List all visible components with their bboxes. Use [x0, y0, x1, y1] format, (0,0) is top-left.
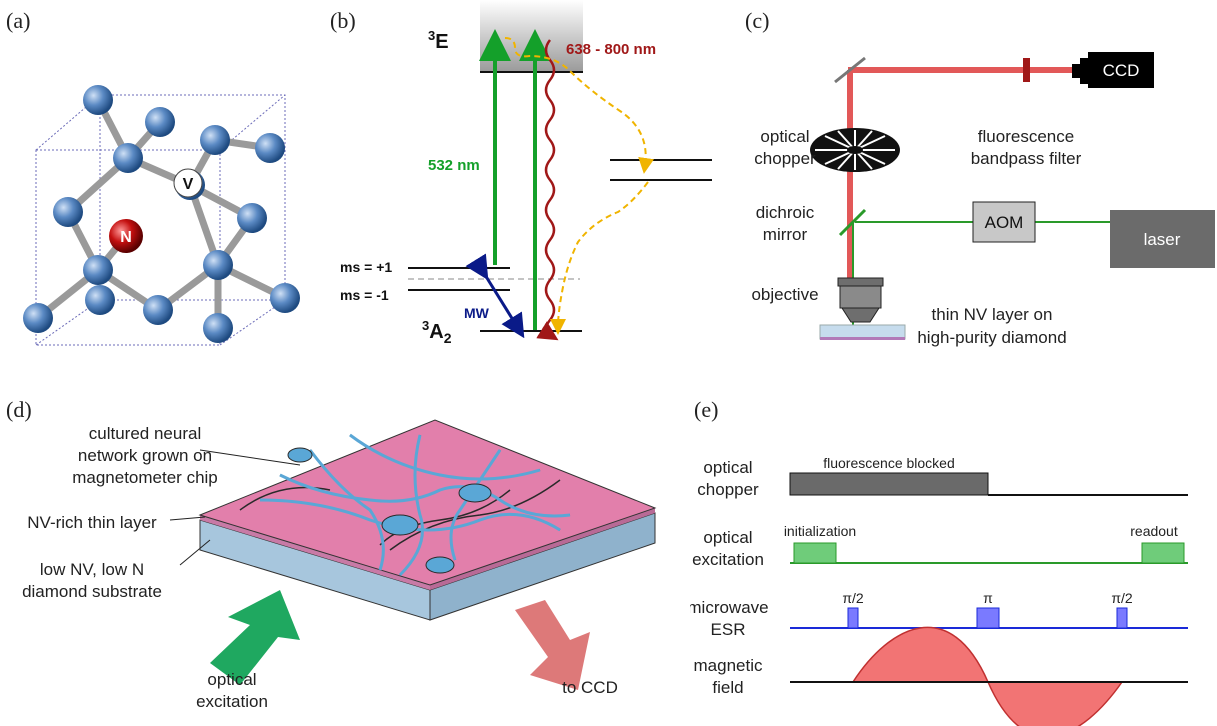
row-label-excitation-l2: excitation [692, 550, 764, 569]
to-ccd-label: to CCD [562, 678, 618, 697]
emission-range-label: 638 - 800 nm [566, 41, 656, 58]
mw-label: MW [464, 305, 490, 321]
optical-excitation-arrow [210, 590, 300, 685]
panel-label-a: (a) [6, 8, 31, 33]
energy-level-diagram: 3E ms = +1 ms = -1 3A2 532 nm 638 - 800 … [340, 0, 712, 346]
fluorescence-blocked-label: fluorescence blocked [823, 455, 955, 471]
vacancy-label: V [183, 176, 194, 193]
thin-layer-label: NV-rich thin layer [27, 513, 157, 532]
neuron-somas [287, 447, 492, 574]
optical-chopper-wheel [810, 128, 900, 172]
neural-label-l1: cultured neural [89, 424, 201, 443]
to-ccd-arrow [515, 600, 590, 690]
row-label-field-l1: magnetic [694, 656, 763, 675]
mw-arrow [465, 253, 525, 339]
optical-chopper-label-l2: chopper [754, 149, 816, 168]
objective-lens [837, 277, 884, 323]
red-emission-arrow [536, 39, 559, 341]
laser-label: laser [1144, 230, 1181, 249]
aom-box [972, 201, 1036, 243]
row-label-chopper-l2: chopper [697, 480, 759, 499]
aom-label: AOM [985, 213, 1024, 232]
diamond-sample [819, 324, 906, 340]
bandpass-filter [1023, 58, 1030, 82]
ccd-label: CCD [1103, 61, 1140, 80]
row-label-chopper-l1: optical [703, 458, 752, 477]
pi-half-pulse-1 [847, 607, 859, 629]
objective-label: objective [751, 285, 818, 304]
initialization-label: initialization [784, 523, 856, 539]
sample-label-l1: thin NV layer on [932, 305, 1053, 324]
row-label-esr-l1: microwave [690, 598, 769, 617]
panel-label-b: (b) [330, 8, 356, 33]
pulse-sequence-diagram: optical chopper optical excitation micro… [690, 455, 1188, 726]
magnetic-field-waveform [851, 626, 1124, 726]
pi-half-pulse-2 [1116, 607, 1128, 629]
excitation-wavelength-label: 532 nm [428, 157, 480, 174]
readout-label: readout [1130, 523, 1178, 539]
excited-state-label: 3E [428, 28, 449, 53]
chip-top-surface [198, 419, 657, 586]
ccd-camera [1072, 52, 1154, 88]
isc-path-lower [550, 181, 649, 335]
neural-label-l3: magnetometer chip [72, 468, 218, 487]
row-label-field-l2: field [712, 678, 743, 697]
ms-minus-label: ms = -1 [340, 287, 389, 303]
filter-label-l1: fluorescence [978, 127, 1074, 146]
optical-setup-diagram: CCD AOM laser optical chopper dichroic m… [751, 52, 1215, 347]
carbon-atoms [23, 85, 300, 343]
vacancy-site [173, 168, 203, 198]
sample-label-l2: high-purity diamond [917, 328, 1066, 347]
pi-label: π [983, 590, 993, 606]
pi-pulse [976, 607, 1000, 629]
readout-pulse [1141, 542, 1185, 564]
chip-side-right [429, 512, 656, 621]
row-label-excitation-l1: optical [703, 528, 752, 547]
optical-chopper-label-l1: optical [760, 127, 809, 146]
fold-mirror [834, 56, 866, 84]
neural-label-l2: network grown on [78, 446, 212, 465]
ms-plus-label: ms = +1 [340, 259, 392, 275]
optical-excitation-label-l1: optical [207, 670, 256, 689]
nv-lattice-diagram: V N [23, 85, 300, 346]
dichroic-label-l1: dichroic [756, 203, 815, 222]
optical-excitation-label-l2: excitation [196, 692, 268, 711]
isc-path-upper [504, 37, 655, 174]
pi-half-label-2: π/2 [1111, 590, 1133, 606]
chopper-blocked-pulse [789, 472, 989, 496]
nitrogen-atom [109, 219, 143, 253]
nitrogen-label: N [120, 229, 132, 246]
substrate-label-l1: low NV, low N [40, 560, 144, 579]
panel-label-d: (d) [6, 397, 32, 422]
ground-state-label: 3A2 [422, 318, 452, 346]
laser-box [1110, 210, 1215, 268]
panel-label-c: (c) [745, 8, 770, 33]
filter-label-l2: bandpass filter [971, 149, 1082, 168]
dichroic-mirror [838, 208, 867, 237]
neural-chip-illustration: cultured neural network grown on magneto… [22, 419, 657, 711]
substrate-label-l2: diamond substrate [22, 582, 162, 601]
dichroic-label-l2: mirror [763, 225, 808, 244]
init-pulse [793, 542, 837, 564]
panel-label-e: (e) [694, 397, 719, 422]
row-label-esr-l2: ESR [711, 620, 746, 639]
pi-half-label-1: π/2 [842, 590, 864, 606]
